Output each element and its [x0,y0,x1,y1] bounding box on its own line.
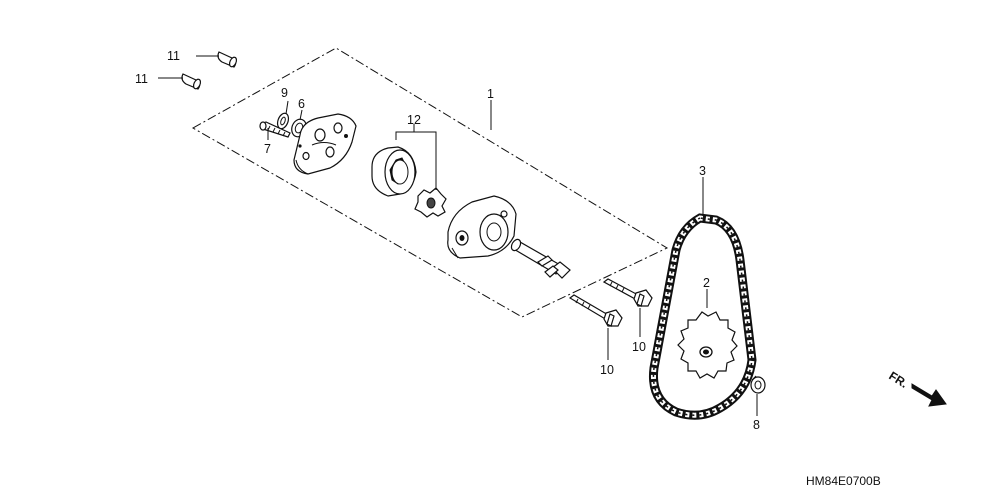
callout-3: 3 [699,164,706,178]
dowel-pin-lower [181,73,202,90]
callout-11-upper: 11 [167,49,180,63]
front-direction-arrow: FR. [886,369,947,407]
callout-9: 9 [281,86,288,100]
cam-chain [648,213,757,420]
drive-sprocket [677,311,738,379]
callout-1: 1 [487,87,494,101]
callout-2: 2 [703,276,710,290]
flange-bolt-lower [568,294,623,327]
screw [259,121,291,138]
inner-rotor [414,187,447,218]
leader-12 [395,131,437,190]
callout-10-lower: 10 [600,363,614,377]
front-label: FR. [886,369,910,391]
callout-12: 12 [407,113,421,127]
outer-rotor [371,146,417,197]
leader-6 [299,109,303,121]
snap-ring [750,375,766,394]
callout-7: 7 [264,142,271,156]
pump-shaft [510,238,571,279]
pump-body [447,195,517,259]
oil-pump-assembly-outline [191,47,669,318]
callout-11-lower: 11 [135,72,148,86]
callout-8: 8 [753,418,760,432]
callout-6: 6 [298,97,305,111]
leader-9 [285,100,289,115]
pump-cover [293,113,357,175]
flange-bolt-upper [602,278,653,307]
dowel-pin-upper [217,51,238,68]
callout-10-upper: 10 [632,340,646,354]
diagram-code: HM84E0700B [806,474,881,488]
